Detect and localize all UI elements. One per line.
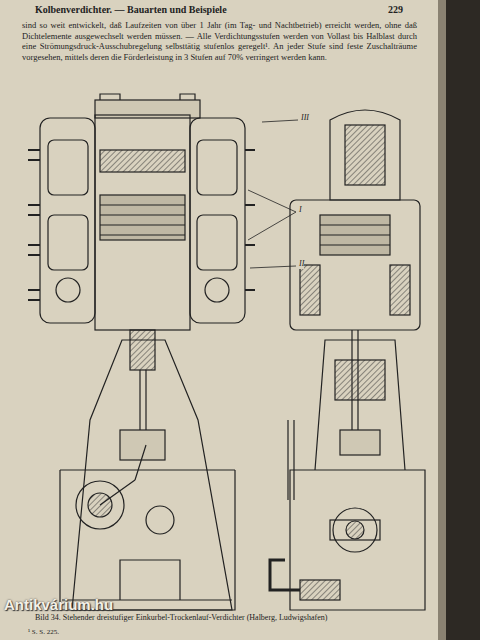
body-text: sind so weit entwickelt, daß Laufzeiten …: [22, 20, 417, 63]
running-head: Kolbenverdichter. — Bauarten und Beispie…: [35, 4, 227, 16]
watermark: Antikvárium.hu: [4, 596, 113, 614]
figure-caption: Bild 34. Stehender dreistufiger Einkurbe…: [35, 613, 435, 623]
footnote: ¹ S. S. 225.: [28, 628, 59, 636]
callout-number: III: [301, 113, 309, 123]
page-number: 229: [388, 4, 403, 16]
callout-number: I: [299, 205, 302, 215]
callout-number: II: [299, 259, 304, 269]
